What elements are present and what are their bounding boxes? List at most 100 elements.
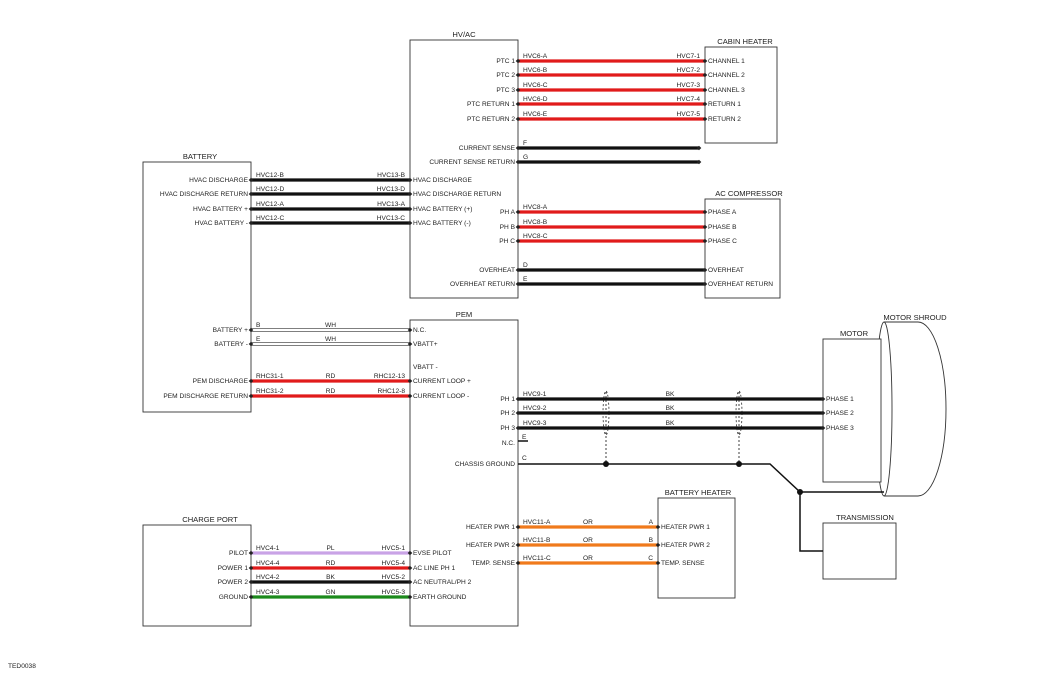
connector-label-batt-hvac-3-from: HVC12-A xyxy=(256,201,284,208)
connector-label-hvac-cabin-1-to: HVC7-1 xyxy=(677,53,701,60)
terminal-hvac-comp-1-end xyxy=(702,209,708,215)
terminal-pem-heater-3-end xyxy=(655,560,661,566)
pin-label-cp-pem-4-to: EARTH GROUND xyxy=(413,594,467,601)
terminal-pem-heater-1-start xyxy=(515,524,521,530)
connector-label-hvac-comp-1-from: HVC8-A xyxy=(523,204,548,211)
motor-shroud-outline xyxy=(884,321,947,497)
terminal-batt-pem-4-end xyxy=(407,393,413,399)
connector-label-hvac-cabin-5-to: HVC7-5 xyxy=(677,111,701,118)
terminal-batt-pem-3-end xyxy=(407,378,413,384)
terminal-hvac-cabin-3-end xyxy=(702,87,708,93)
terminal-hvac-comp-5-end xyxy=(702,281,708,287)
color-code-pem-motor-2: BK xyxy=(666,405,675,412)
pin-label-batt-pem-2-to: VBATT+ xyxy=(413,341,438,348)
connector-label-cp-pem-4-to: HVC5-3 xyxy=(382,589,406,596)
connector-label-cp-pem-3-to: HVC5-2 xyxy=(382,574,406,581)
connector-label-pem-heater-1-from: HVC11-A xyxy=(523,519,551,526)
pin-label-batt-pem-4-from: PEM DISCHARGE RETURN xyxy=(163,393,248,400)
connector-label-batt-hvac-1-from: HVC12-B xyxy=(256,172,284,179)
pin-label-batt-hvac-4-to: HVAC BATTERY (-) xyxy=(413,220,471,227)
connector-label-hvac-comp-5-from: E xyxy=(523,276,528,283)
connector-label-cp-pem-1-from: HVC4-1 xyxy=(256,545,280,552)
terminal-pem-heater-2-start xyxy=(515,542,521,548)
terminal-cp-pem-4-start xyxy=(248,594,254,600)
terminal-pem-motor-3-start xyxy=(515,425,521,431)
connector-label-hvac-cabin-5-from: HVC6-E xyxy=(523,111,548,118)
pin-label-hvac-comp-3-to: PHASE C xyxy=(708,238,737,245)
color-code-pem-heater-1: OR xyxy=(583,519,593,526)
pin-label-cp-pem-1-to: EVSE PILOT xyxy=(413,550,451,557)
motor-box xyxy=(822,338,882,483)
terminal-hvac-cabin-3-start xyxy=(515,87,521,93)
color-code-cp-pem-2: RD xyxy=(326,560,336,567)
pin-label-hvac-cabin-6-from: CURRENT SENSE xyxy=(459,145,516,152)
terminal-batt-hvac-1-end xyxy=(407,177,413,183)
color-code-cp-pem-3: BK xyxy=(326,574,335,581)
pem-pin-vbatt-minus: VBATT - xyxy=(413,364,438,371)
terminal-hvac-cabin-4-start xyxy=(515,101,521,107)
pin-label-batt-hvac-3-from: HVAC BATTERY + xyxy=(193,206,248,213)
pin-label-batt-hvac-3-to: HVAC BATTERY (+) xyxy=(413,206,472,213)
connector-label-batt-pem-1-from: B xyxy=(256,322,261,329)
pin-label-hvac-cabin-4-from: PTC RETURN 1 xyxy=(467,101,515,108)
terminal-hvac-cabin-5-start xyxy=(515,116,521,122)
battery-heater-box xyxy=(657,497,736,599)
pin-label-hvac-cabin-2-from: PTC 2 xyxy=(496,72,515,79)
color-code-batt-pem-2: WH xyxy=(325,336,336,343)
transmission-box xyxy=(822,522,897,580)
pin-label-pem-heater-3-to: TEMP. SENSE xyxy=(661,560,705,567)
pin-label-hvac-cabin-2-to: CHANNEL 2 xyxy=(708,72,745,79)
connector-label-hvac-cabin-3-from: HVC6-C xyxy=(523,82,548,89)
terminal-batt-hvac-4-start xyxy=(248,220,254,226)
pin-label-hvac-cabin-7-from: CURRENT SENSE RETURN xyxy=(429,159,515,166)
connector-label-hvac-cabin-1-from: HVC6-A xyxy=(523,53,548,60)
pin-label-hvac-comp-4-to: OVERHEAT xyxy=(708,267,744,274)
terminal-cp-pem-1-end xyxy=(407,550,413,556)
pin-label-cp-pem-1-from: PILOT xyxy=(229,550,248,557)
terminal-pem-motor-1-end xyxy=(820,396,826,402)
terminal-cp-pem-4-end xyxy=(407,594,413,600)
motor-title: MOTOR xyxy=(840,329,869,338)
connector-label-pem-heater-3-to: C xyxy=(648,555,653,562)
connector-label-batt-pem-4-from: RHC31-2 xyxy=(256,388,284,395)
pin-label-batt-hvac-4-from: HVAC BATTERY - xyxy=(195,220,248,227)
pin-label-batt-pem-2-from: BATTERY - xyxy=(214,341,248,348)
pin-label-cp-pem-2-from: POWER 1 xyxy=(218,565,249,572)
pin-label-pem-heater-2-to: HEATER PWR 2 xyxy=(661,542,710,549)
connector-label-batt-hvac-4-from: HVC12-C xyxy=(256,215,284,222)
pem-title: PEM xyxy=(456,310,472,319)
terminal-hvac-cabin-7-start xyxy=(515,159,521,165)
pin-label-hvac-cabin-5-to: RETURN 2 xyxy=(708,116,741,123)
color-code-pem-heater-2: OR xyxy=(583,537,593,544)
color-code-batt-pem-1: WH xyxy=(325,322,336,329)
pin-label-hvac-cabin-3-from: PTC 3 xyxy=(496,87,515,94)
pin-label-pem-heater-1-to: HEATER PWR 1 xyxy=(661,524,710,531)
terminal-batt-hvac-3-end xyxy=(407,206,413,212)
pem-pin-nc-conn: E xyxy=(522,434,527,441)
pin-label-hvac-cabin-5-from: PTC RETURN 2 xyxy=(467,116,515,123)
pin-label-cp-pem-3-from: POWER 2 xyxy=(218,579,249,586)
pin-label-batt-pem-3-from: PEM DISCHARGE xyxy=(193,378,249,385)
terminal-cp-pem-1-start xyxy=(248,550,254,556)
terminal-batt-pem-1-end xyxy=(407,327,413,333)
pin-label-batt-pem-3-to: CURRENT LOOP + xyxy=(413,378,471,385)
terminal-hvac-cabin-1-start xyxy=(515,58,521,64)
terminal-pem-motor-2-start xyxy=(515,410,521,416)
terminal-batt-hvac-4-end xyxy=(407,220,413,226)
pin-label-pem-motor-2-to: PHASE 2 xyxy=(826,410,854,417)
connector-label-hvac-cabin-7-from: G xyxy=(523,154,528,161)
connector-label-pem-heater-2-to: B xyxy=(649,537,654,544)
connector-label-hvac-cabin-2-from: HVC6-B xyxy=(523,67,548,74)
terminal-hvac-comp-4-start xyxy=(515,267,521,273)
connector-label-cp-pem-2-to: HVC5-4 xyxy=(382,560,406,567)
terminal-hvac-comp-3-start xyxy=(515,238,521,244)
battery-title: BATTERY xyxy=(183,152,217,161)
color-code-batt-pem-4: RD xyxy=(326,388,336,395)
terminal-batt-pem-4-start xyxy=(248,393,254,399)
terminal-batt-hvac-2-end xyxy=(407,191,413,197)
terminal-batt-hvac-1-start xyxy=(248,177,254,183)
terminal-pem-heater-2-end xyxy=(655,542,661,548)
connector-label-pem-motor-1-from: HVC9-1 xyxy=(523,391,547,398)
